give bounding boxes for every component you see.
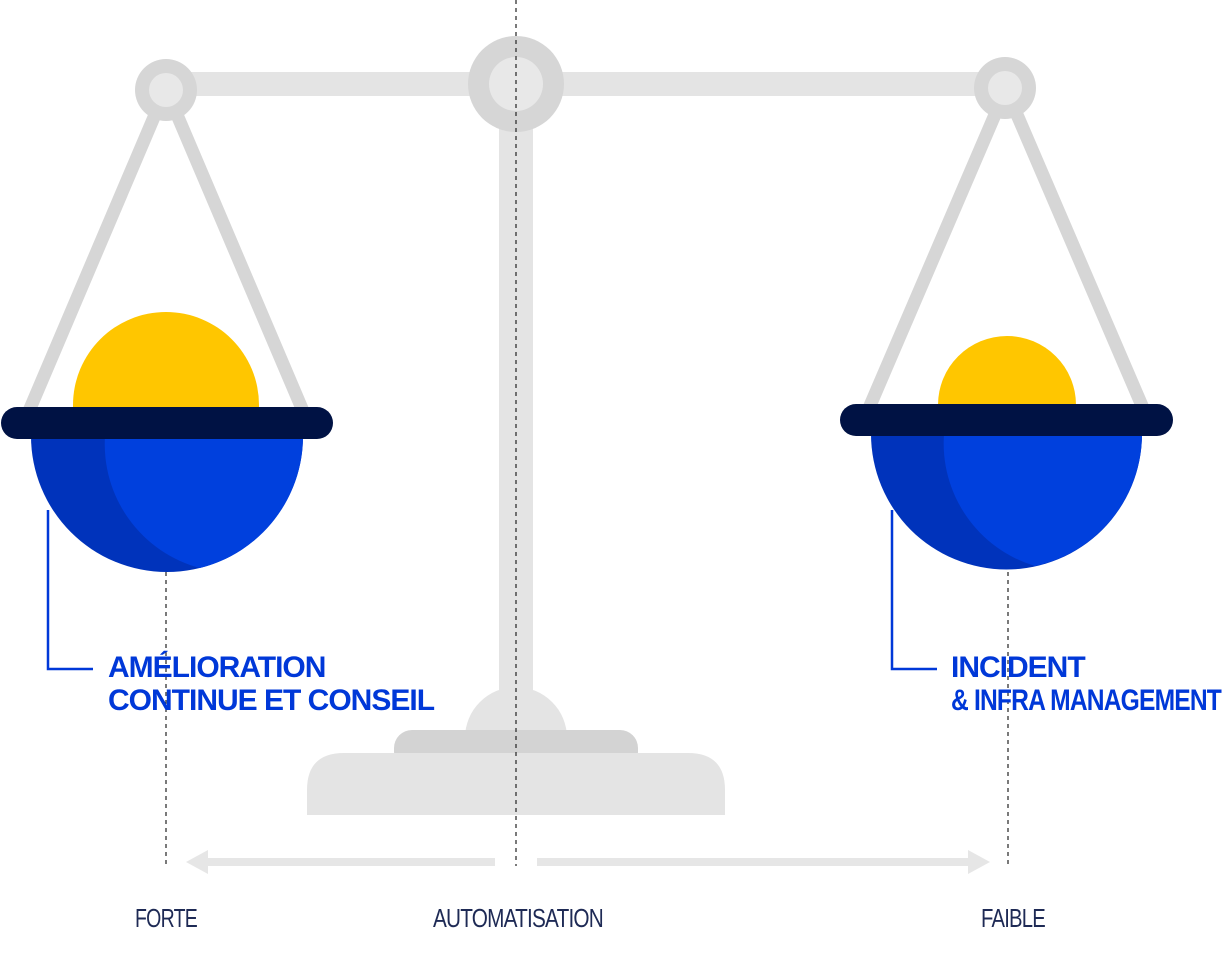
right-pan-label: INCIDENT & INFRA MANAGEMENT	[951, 651, 1222, 717]
scale-beam	[160, 72, 1010, 96]
right-arrow-icon	[537, 850, 990, 874]
right-weight-icon	[938, 336, 1076, 410]
left-pan-label-line1: AMÉLIORATION	[108, 650, 325, 684]
left-bowl	[104, 436, 304, 568]
left-pan	[1, 312, 333, 572]
dashed-guides	[165, 0, 1009, 866]
axis-right-label: FAIBLE	[981, 903, 1046, 933]
axis-left-label: FORTE	[135, 903, 197, 933]
right-pan-label-line1: INCIDENT	[951, 651, 1085, 684]
left-pan-strings	[19, 96, 313, 425]
left-weight-icon	[73, 312, 259, 412]
right-pan	[840, 336, 1173, 570]
right-pivot-icon	[974, 57, 1036, 119]
left-label-connector	[46, 510, 93, 671]
left-pan-rim	[1, 407, 333, 439]
right-pan-label-line2: & INFRA MANAGEMENT	[951, 684, 1222, 717]
right-pan-strings	[859, 96, 1153, 422]
right-pan-rim	[840, 404, 1173, 436]
left-pan-label-line2: CONTINUE ET CONSEIL	[108, 684, 435, 717]
right-bowl	[943, 434, 1142, 566]
left-arrow-icon	[186, 850, 495, 874]
left-pan-label: AMÉLIORATION CONTINUE ET CONSEIL	[108, 650, 435, 717]
axis-center-label: AUTOMATISATION	[433, 903, 603, 933]
right-label-connector	[890, 510, 937, 671]
left-pivot-icon	[135, 59, 197, 121]
